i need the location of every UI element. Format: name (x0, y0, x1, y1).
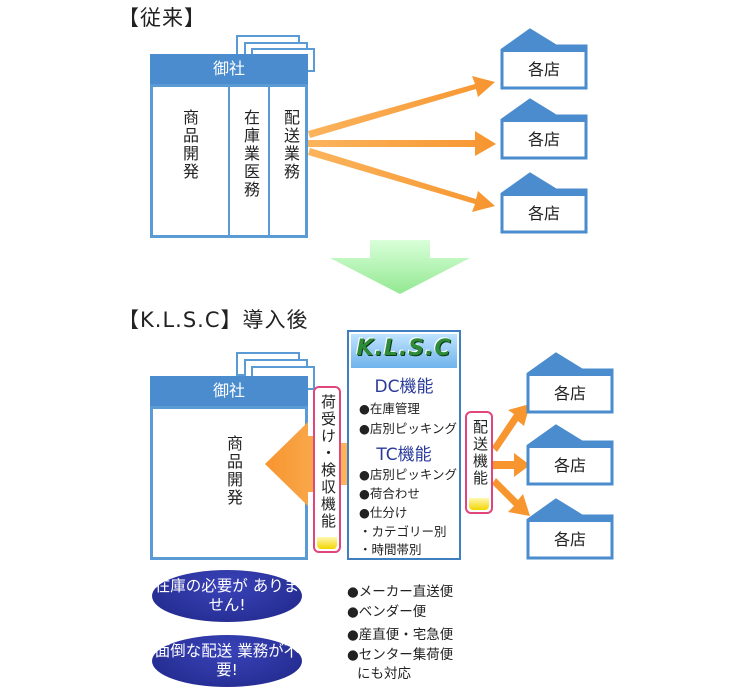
dept-inventory: 在庫業医務 (241, 109, 260, 199)
store-label: 各店 (553, 530, 586, 549)
store: 各店 (500, 172, 588, 234)
after-heading: 【K.L.S.C】導入後 (118, 308, 309, 332)
tc-item: ●荷合わせ (359, 486, 420, 501)
before-heading: 【従来】 (118, 6, 206, 30)
benefit-no-inventory: 在庫の必要が ありません! (152, 570, 302, 622)
supported-delivery-note: ●センター集荷便 (347, 647, 454, 663)
store: 各店 (526, 424, 614, 486)
column-divider (268, 87, 270, 235)
down-arrow-icon (330, 240, 470, 294)
column-divider (228, 87, 230, 235)
dept-delivery: 配送業務 (281, 109, 300, 181)
store: 各店 (526, 498, 614, 560)
supported-delivery-note: ●産直便・宅急便 (347, 627, 454, 643)
tc-function-title: TC機能 (376, 445, 432, 465)
tc-subitem: ・時間帯別 (359, 542, 422, 557)
store-label: 各店 (553, 456, 586, 475)
supported-delivery-note: ●メーカー直送便 (347, 584, 454, 600)
store-label: 各店 (527, 130, 560, 149)
tag-highlight (317, 537, 337, 549)
store-label: 各店 (527, 60, 560, 79)
klsc-logo-text: K.L.S.C (356, 336, 452, 361)
tag-highlight (469, 498, 489, 510)
store-label: 各店 (527, 204, 560, 223)
klsc-logo: K.L.S.C (351, 334, 457, 368)
store: 各店 (500, 98, 588, 160)
company-body: 商品開発 (150, 406, 308, 560)
company-name: 御社 (150, 54, 308, 84)
company-name: 御社 (150, 376, 308, 406)
benefit-no-delivery: 面倒な配送 業務が不要! (152, 635, 302, 687)
dc-item: ●店別ピッキング (359, 421, 458, 436)
store: 各店 (526, 352, 614, 414)
arrow-to-store-1 (492, 404, 530, 452)
arrow-to-store-2 (492, 453, 530, 477)
dc-function-title: DC機能 (374, 377, 434, 397)
delivery-function-tag: 配送機能 (465, 411, 493, 514)
store-label: 各店 (553, 384, 586, 403)
klsc-center: K.L.S.C DC機能 ●在庫管理 ●店別ピッキング TC機能 ●店別ピッキン… (347, 330, 461, 560)
supported-delivery-note: にも対応 (357, 666, 411, 682)
supported-delivery-note: ●ベンダー便 (347, 604, 427, 620)
receiving-inspection-tag: 荷受け・検収機能 (313, 386, 341, 553)
receiving-inspection-label: 荷受け・検収機能 (319, 394, 337, 530)
company-body: 商品開発 在庫業医務 配送業務 (150, 84, 308, 238)
tc-item: ●店別ピッキング (359, 467, 458, 482)
store: 各店 (500, 28, 588, 90)
delivery-function-label: 配送機能 (471, 419, 489, 487)
dept-product-development: 商品開発 (180, 109, 199, 181)
tc-item: ●仕分け (359, 505, 408, 520)
dc-item: ●在庫管理 (359, 401, 420, 416)
arrow-to-store-2 (308, 131, 496, 156)
dept-product-development: 商品開発 (224, 435, 243, 507)
arrow-to-store-3 (308, 148, 495, 212)
arrow-to-store-1 (308, 76, 495, 138)
tc-subitem: ・カテゴリー別 (359, 524, 447, 539)
arrow-to-store-3 (492, 478, 530, 516)
